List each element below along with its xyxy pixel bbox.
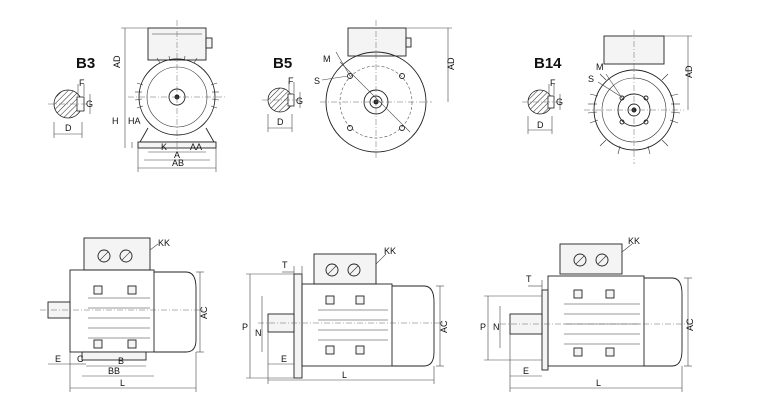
b5-shaft-section: F G D [262,76,303,132]
b14-g-label: G [556,97,563,107]
b14-m-label: M [596,62,604,72]
b14side-t-label: T [526,274,532,284]
b3-d-label: D [65,123,72,133]
b5-f-label: F [288,76,294,86]
b14-d-label: D [537,120,544,130]
b5-g-label: G [296,96,303,106]
b3side-e-label: E [55,354,61,364]
b3side-b-label: B [118,356,124,366]
b5-s-label: S [314,76,320,86]
b14side-l-label: L [596,378,601,388]
b3-f-label: F [79,78,85,88]
b5side-kk-label: KK [384,246,396,256]
b3-side-view: KK AC E C B BB L [40,237,209,392]
b3side-c-label: C [77,354,84,364]
b14side-n-label: N [493,322,500,332]
b3-title: B3 [76,55,95,72]
b14-ad-label: AD [684,65,694,78]
b5-front-view: B5 F G D M S [262,20,456,160]
b3side-bb-label: BB [108,366,120,376]
b3-g-label: G [86,99,93,109]
b14-s-label: S [588,74,594,84]
b5-ad-label: AD [446,57,456,70]
b3side-kk-label: KK [158,238,170,248]
b3side-ac-label: AC [199,306,209,319]
b3side-l-label: L [120,378,125,388]
b5side-p-label: P [242,322,248,332]
b5side-ac-label: AC [439,320,449,333]
b14-f-label: F [550,78,556,88]
b5-side-view: KK T P N AC E L [242,246,449,384]
b3-ha-label: HA [128,116,141,126]
b5-title: B5 [273,55,292,72]
b5-d-label: D [277,117,284,127]
b14-side-view: KK T P N AC E [480,236,695,392]
b14-shaft-section: F G D [522,78,563,134]
b3-h-label: H [112,116,119,126]
b14-front-view: B14 F G D [522,30,694,164]
b3-front-view: B3 F G D [48,20,226,172]
b5side-e-label: E [281,354,287,364]
b3-shaft-section: F G D [48,78,93,138]
b14side-ac-label: AC [685,318,695,331]
b14side-kk-label: KK [628,236,640,246]
b14-title: B14 [534,55,562,72]
b5side-l-label: L [342,370,347,380]
b3-ad-label: AD [112,55,122,68]
b3-k-label: K [161,142,167,152]
b5side-t-label: T [282,260,288,270]
b3-a-label: A [174,150,180,160]
b14side-e-label: E [523,366,529,376]
b14side-p-label: P [480,322,486,332]
b5side-n-label: N [255,328,262,338]
b5-m-label: M [323,54,331,64]
b3-ab-label: AB [172,158,184,168]
b3-aa-label: AA [190,142,202,152]
